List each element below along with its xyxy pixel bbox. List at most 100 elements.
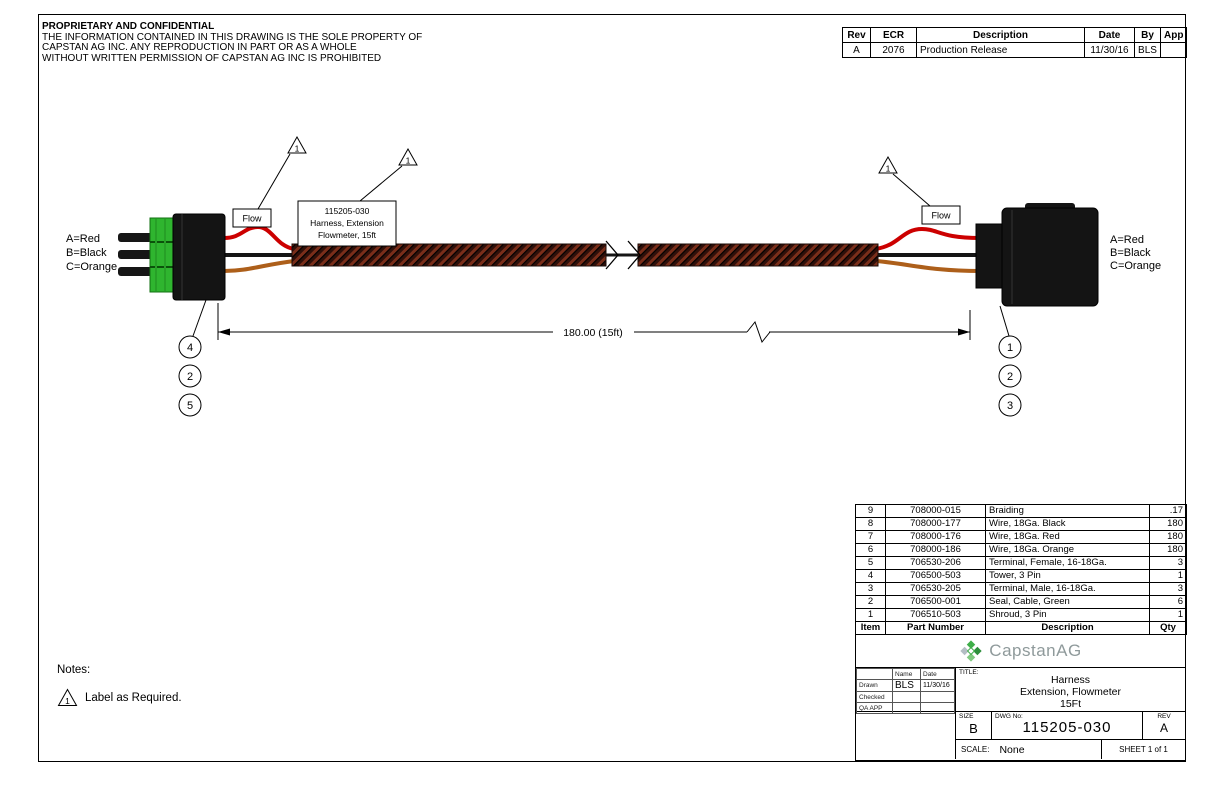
balloon-number: 4	[187, 342, 193, 354]
bom-item: 2	[855, 595, 886, 609]
left-wire-stub	[118, 267, 156, 276]
checked-name	[892, 691, 921, 703]
title-line-1: Harness	[1050, 674, 1091, 686]
left-wire-stub	[118, 250, 156, 259]
bom-row: 8 708000-177 Wire, 18Ga. Black 180	[855, 517, 1187, 531]
bom-item: 3	[855, 582, 886, 596]
name-header: Name	[892, 668, 921, 680]
bom-qty: .17	[1149, 504, 1187, 518]
rev-cell: REV A	[1143, 712, 1185, 739]
bom-item: 1	[855, 608, 886, 622]
revision-table: Rev ECR Description Date By App A 2076 P…	[842, 27, 1188, 58]
flag-number: 1	[886, 164, 891, 174]
sign-label-spacer	[856, 668, 893, 680]
empty-cell	[856, 712, 956, 759]
balloon-circle	[178, 335, 202, 359]
bom-item: 9	[855, 504, 886, 518]
note-item: 1 Label as Required.	[57, 688, 182, 707]
drawing-title: Harness Extension, Flowmeter 15Ft	[956, 668, 1185, 710]
bom-row: 4 706500-503 Tower, 3 Pin 1	[855, 569, 1187, 583]
flag-triangle-icon	[398, 147, 418, 166]
bom-row: 7 708000-176 Wire, 18Ga. Red 180	[855, 530, 1187, 544]
flag-note-left-1: 1	[257, 135, 307, 210]
balloon-circle	[998, 364, 1022, 388]
balloon-number: 1	[1007, 342, 1013, 354]
legend-b-left: B=Black	[66, 247, 107, 259]
bom-item: 6	[855, 543, 886, 557]
title-block: CapstanAG Name Date Drawn BLS 11/30/16	[855, 634, 1186, 761]
drawing-title-cell: TITLE: Harness Extension, Flowmeter 15Ft	[956, 668, 1185, 711]
balloon-number: 2	[187, 371, 193, 383]
description-value: Production Release	[916, 42, 1085, 58]
bom-description: Terminal, Male, 16-18Ga.	[985, 582, 1150, 596]
bom-description: Terminal, Female, 16-18Ga.	[985, 556, 1150, 570]
checked-date	[920, 691, 955, 703]
rev-label: REV	[1157, 713, 1171, 720]
flag-leader	[359, 165, 403, 202]
legend-c-right: C=Orange	[1110, 260, 1161, 272]
scale-cell: SCALE: None	[956, 740, 1101, 759]
dwg-number-cell: DWG No: 115205-030	[992, 712, 1143, 739]
notes-title: Notes:	[57, 664, 91, 676]
bom-part-number: 706500-001	[885, 595, 986, 609]
size-label: SIZE	[959, 713, 974, 720]
bom-row: 6 708000-186 Wire, 18Ga. Orange 180	[855, 543, 1187, 557]
size-dwg-rev-area: SIZE B DWG No: 115205-030 REV A SCALE:	[956, 712, 1185, 759]
title-block-bottom: SIZE B DWG No: 115205-030 REV A SCALE:	[856, 712, 1185, 759]
dimension-arrow-left	[218, 328, 230, 336]
braid-right-segment	[637, 243, 879, 267]
bom-qty: 3	[1149, 582, 1187, 596]
flow-box-right	[921, 205, 961, 225]
left-red-wire	[223, 224, 295, 251]
part-label-box: 115205-030 Harness, Extension Flowmeter,…	[297, 200, 397, 247]
drawn-label: Drawn	[856, 679, 893, 692]
legend-a-left: A=Red	[66, 233, 100, 245]
bom-part-number: 708000-176	[885, 530, 986, 544]
balloon-number: 3	[1007, 400, 1013, 412]
bom-row: 5 706530-206 Terminal, Female, 16-18Ga. …	[855, 556, 1187, 570]
flag-triangle-icon	[287, 135, 307, 154]
legend-a-right: A=Red	[1110, 234, 1144, 246]
flag-number: 1	[406, 156, 411, 166]
flow-label-right: Flow	[931, 211, 951, 221]
bom-part-number: 706500-503	[885, 569, 986, 583]
harness-drawing: 180.00 (15ft) 4 2 5 1 2 3 1	[66, 135, 1161, 417]
right-red-wire	[875, 226, 981, 251]
balloons-right: 1 2 3	[998, 305, 1022, 417]
title-line-3: 15Ft	[1059, 698, 1081, 710]
qa-date	[920, 702, 955, 714]
bom-qty: 1	[1149, 569, 1187, 583]
flow-label-left: Flow	[242, 214, 262, 224]
bom-description: Wire, 18Ga. Red	[985, 530, 1150, 544]
bom-part-number: 706530-205	[885, 582, 986, 596]
flag-note-left-2: 1	[359, 147, 418, 202]
dimension-break-zigzag	[746, 320, 771, 344]
proprietary-line: WITHOUT WRITTEN PERMISSION OF CAPSTAN AG…	[42, 52, 382, 64]
bom-header-row: Item Part Number Description Qty	[855, 621, 1187, 635]
dimension-180: 180.00 (15ft)	[217, 303, 971, 344]
braid-left-segment	[291, 243, 607, 267]
bom-description: Wire, 18Ga. Orange	[985, 543, 1150, 557]
bom-qty: 6	[1149, 595, 1187, 609]
drawn-row: Drawn BLS 11/30/16	[856, 679, 955, 692]
flag-number: 1	[65, 696, 70, 706]
title-line-2: Extension, Flowmeter	[1020, 686, 1121, 698]
flow-box-left	[232, 208, 272, 228]
qa-label: QA APP	[856, 702, 893, 714]
balloon-number: 2	[1007, 371, 1013, 383]
dimension-arrow-right	[958, 328, 970, 336]
sheet-border-frame	[38, 14, 1186, 762]
bom-part-number: 708000-015	[885, 504, 986, 518]
bom-qty: 3	[1149, 556, 1187, 570]
shroud-body	[1001, 207, 1099, 307]
bom-row: 1 706510-503 Shroud, 3 Pin 1	[855, 608, 1187, 622]
balloon-leader	[999, 305, 1010, 337]
part-label-line2: Harness, Extension	[310, 218, 384, 228]
bom-item-header: Item	[855, 621, 886, 635]
part-label-border	[297, 200, 397, 247]
bom-part-number: 706530-206	[885, 556, 986, 570]
bom-description: Braiding	[985, 504, 1150, 518]
date-header: Date	[920, 668, 955, 680]
signature-header-row: Name Date	[856, 668, 955, 680]
